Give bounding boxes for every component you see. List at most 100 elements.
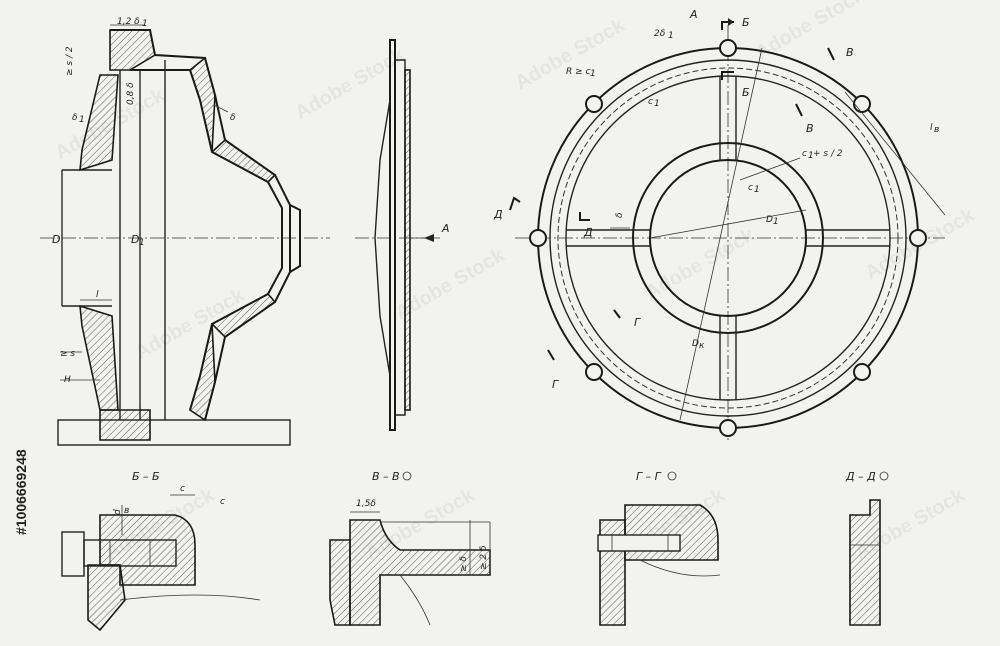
label-dv: d xyxy=(113,509,123,515)
shoulder-section-top xyxy=(210,138,277,183)
top-wall-section xyxy=(189,56,216,153)
label-sub: 1 xyxy=(139,238,145,248)
label-s-half: ≥ s / 2 xyxy=(65,46,75,76)
bolt-shank xyxy=(83,539,177,567)
label-A: A xyxy=(689,8,698,21)
plan-view: A Б Б В В 2δ 1 R ≥ c 1 c 1 c 1 + s / 2 c… xyxy=(493,8,946,440)
section-marker-V1 xyxy=(827,47,835,61)
watermark-text: Adobe Stock xyxy=(292,44,410,125)
section-title: В – В xyxy=(372,470,400,483)
break-line xyxy=(119,594,261,601)
wall-section xyxy=(329,539,351,626)
lug-section xyxy=(849,499,881,626)
label-V2: В xyxy=(806,122,814,135)
side-section-view: 1,2 δ 1 ≥ s / 2 δ 1 0,8 δ δ D D 1 l ≥ s … xyxy=(40,17,330,446)
rotation-symbol xyxy=(667,471,677,481)
bottom-wall-section xyxy=(189,323,216,422)
dim-c1s2 xyxy=(739,157,801,181)
edge-profile xyxy=(374,99,391,377)
dim-lv xyxy=(844,91,946,216)
label-sub: 1 xyxy=(754,185,760,195)
label-D1: D xyxy=(131,233,139,246)
watermark-text: Adobe Stock xyxy=(512,14,630,95)
label-c2: c xyxy=(220,497,225,507)
edge-ring-section xyxy=(404,69,411,411)
label-l: l xyxy=(96,290,99,300)
label-delta1: δ xyxy=(72,113,78,123)
dim-delta xyxy=(213,104,229,113)
section-marker-D xyxy=(509,196,521,211)
shoulder-section-bottom xyxy=(210,292,277,339)
label-V1: В xyxy=(846,46,854,59)
section-DD: Д – Д xyxy=(845,470,889,626)
section-title: Б – Б xyxy=(132,470,160,483)
vane-section-bottom xyxy=(79,304,119,411)
vane-section-top xyxy=(79,74,119,172)
label-c1s2: c xyxy=(802,149,807,159)
view-arrow-head xyxy=(424,234,434,242)
label-ge-2d: ≥ 2 δ xyxy=(479,545,489,570)
bolt-head xyxy=(61,531,85,577)
label-B: Б xyxy=(742,16,750,29)
top-flange-section xyxy=(109,29,156,71)
lug-section xyxy=(349,519,491,626)
label-H: H xyxy=(64,375,71,385)
label-sub: к xyxy=(699,341,705,351)
pitch-circle xyxy=(557,67,899,409)
label-w: 1,5δ xyxy=(356,499,376,509)
bottom-flange-section xyxy=(99,409,151,441)
bolt-lugs xyxy=(529,39,927,437)
label-sub: 1 xyxy=(654,99,660,109)
section-marker-B2 xyxy=(721,71,734,80)
label-sub: 1 xyxy=(142,19,148,29)
label-D-inner: Д xyxy=(583,226,593,239)
section-title: Д – Д xyxy=(845,470,876,483)
section-GG: Г – Г xyxy=(597,470,721,626)
label-R: R ≥ c xyxy=(566,67,591,77)
label-sub: 1 xyxy=(668,31,674,41)
section-BB: Б – Б c c d в xyxy=(61,470,261,632)
dim-D1 xyxy=(649,209,807,239)
label-D1: D xyxy=(766,215,773,225)
label-c1s2-tail: + s / 2 xyxy=(813,149,843,159)
section-marker-G1 xyxy=(613,309,621,319)
label-G2: Г xyxy=(552,378,559,391)
break-line xyxy=(639,559,721,577)
label-sub: 1 xyxy=(590,69,596,79)
label-B2: Б xyxy=(742,86,750,99)
label-c1: c xyxy=(648,97,653,107)
outer-ring-inner xyxy=(549,59,907,417)
wall-section xyxy=(87,564,126,632)
label-D: D xyxy=(52,233,60,246)
rotation-symbol xyxy=(879,471,889,481)
dim-Dk xyxy=(679,47,763,421)
base-plate xyxy=(57,419,291,446)
stud xyxy=(597,534,681,552)
label-delta: δ xyxy=(230,113,236,123)
label-view-A: A xyxy=(441,222,450,235)
section-title: Г – Г xyxy=(636,470,662,483)
label-delta-o: δ xyxy=(615,212,625,218)
inner-ring xyxy=(565,75,891,401)
label-2delta1: 2δ xyxy=(654,29,666,39)
section-marker-D2 xyxy=(579,212,590,221)
watermark-text: Adobe Stock xyxy=(642,224,760,305)
label-sub: 1 xyxy=(773,217,779,227)
label-sub: в xyxy=(124,506,129,516)
break-line xyxy=(399,574,431,626)
section-marker-G2 xyxy=(547,349,555,361)
label-c1b: c xyxy=(748,183,753,193)
hub-outer xyxy=(632,142,824,334)
section-VV: В – В 1,5δ ≥ δ ≥ 2 δ xyxy=(329,470,491,626)
label-top-wall: 1,2 δ xyxy=(117,17,140,27)
label-wall-08: 0,8 δ xyxy=(126,82,136,105)
hub-end xyxy=(289,204,301,273)
stock-id-text: #1006669248 xyxy=(13,449,29,535)
rotation-symbol xyxy=(402,471,412,481)
label-sub: в xyxy=(934,125,939,135)
label-D-left: Д xyxy=(493,208,503,221)
label-sub: 1 xyxy=(79,115,85,125)
label-Dk: D xyxy=(692,339,699,349)
label-sub: 1 xyxy=(808,151,814,161)
